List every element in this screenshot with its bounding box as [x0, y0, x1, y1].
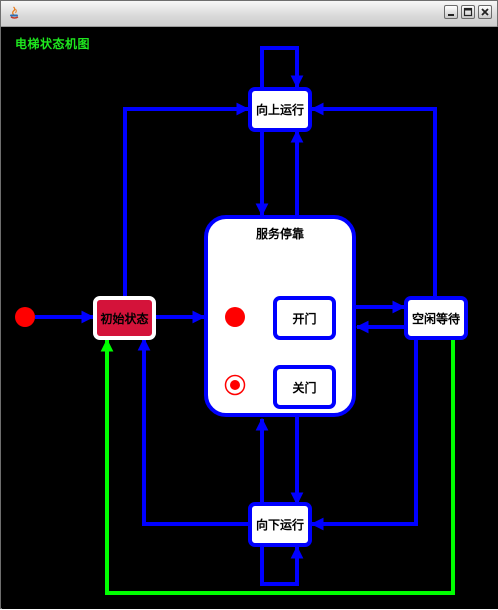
maximize-button[interactable] [461, 5, 475, 19]
idle-state-label: 空闲等待 [411, 312, 460, 326]
transition-initial-up [123, 102, 250, 298]
final-pseudostate-dot [230, 380, 240, 390]
service-state-label: 服务停靠 [255, 227, 304, 241]
initial-state-label: 初始状态 [100, 312, 149, 326]
maximize-icon [463, 7, 473, 17]
minimize-icon [448, 14, 454, 16]
up-state-box [248, 87, 312, 132]
close-state-box [273, 365, 336, 409]
start-pseudostate [15, 307, 35, 327]
transition-down-initial [137, 337, 248, 526]
inner-start-pseudostate [225, 307, 245, 327]
close-state-label: 关门 [292, 381, 317, 395]
diagram-title: 电梯状态机图 [15, 37, 91, 51]
down-state-box [248, 502, 312, 547]
title-bar[interactable] [1, 1, 497, 27]
transition-idle-up [310, 102, 437, 298]
transition-idle-down [310, 338, 418, 531]
idle-state-box [404, 296, 468, 340]
minimize-button[interactable] [444, 5, 458, 19]
close-icon [481, 8, 489, 16]
open-state-box [273, 296, 336, 340]
close-button[interactable] [478, 5, 492, 19]
initial-state-box [93, 296, 156, 340]
transition-idle-initial [100, 338, 455, 595]
java-icon [10, 6, 19, 19]
transition-up-self [260, 46, 304, 89]
up-state-label: 向上运行 [255, 103, 304, 117]
transition-down-self [260, 545, 304, 586]
down-state-label: 向下运行 [255, 518, 304, 532]
open-state-label: 开门 [292, 312, 317, 326]
